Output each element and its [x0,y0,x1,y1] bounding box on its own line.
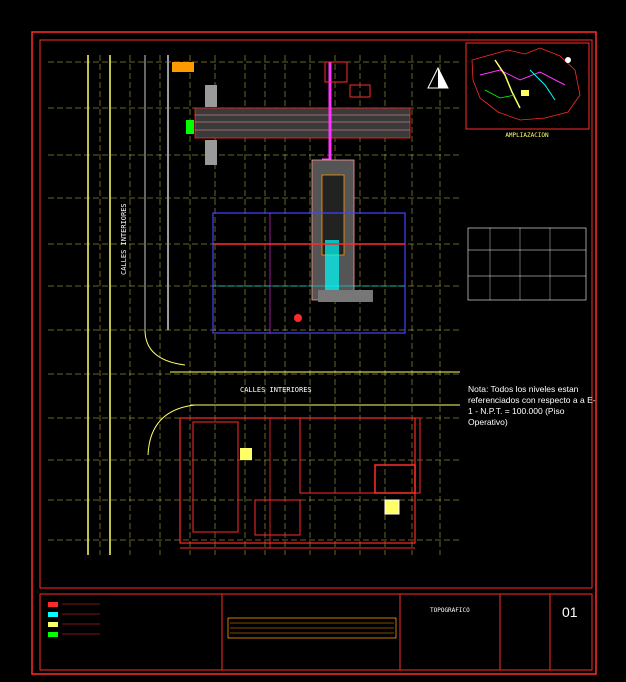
title-block [39,593,593,671]
outer-frame [31,31,597,675]
inner-frame [39,39,593,589]
location-map [465,42,590,130]
vertical-road [87,55,196,555]
horizontal-street-label: CALLES INTERIORES [240,386,312,394]
level-table [467,227,587,301]
blue-building [212,212,406,334]
central-tower [294,159,373,322]
vertical-street-label: CALLES INTERIORES [120,203,128,275]
levels-note: Nota: Todos los niveles estan referencia… [468,384,596,427]
lower-plant [179,417,421,549]
horizontal-grid [48,61,460,541]
north-arrow-icon [427,66,449,89]
location-map-title: AMPLIAZACION [505,132,549,139]
title-block-title: TOPOGRAFICO [430,607,470,614]
horizontal-road [170,371,460,406]
top-building [172,62,411,165]
sheet-number: 01 [562,604,578,620]
